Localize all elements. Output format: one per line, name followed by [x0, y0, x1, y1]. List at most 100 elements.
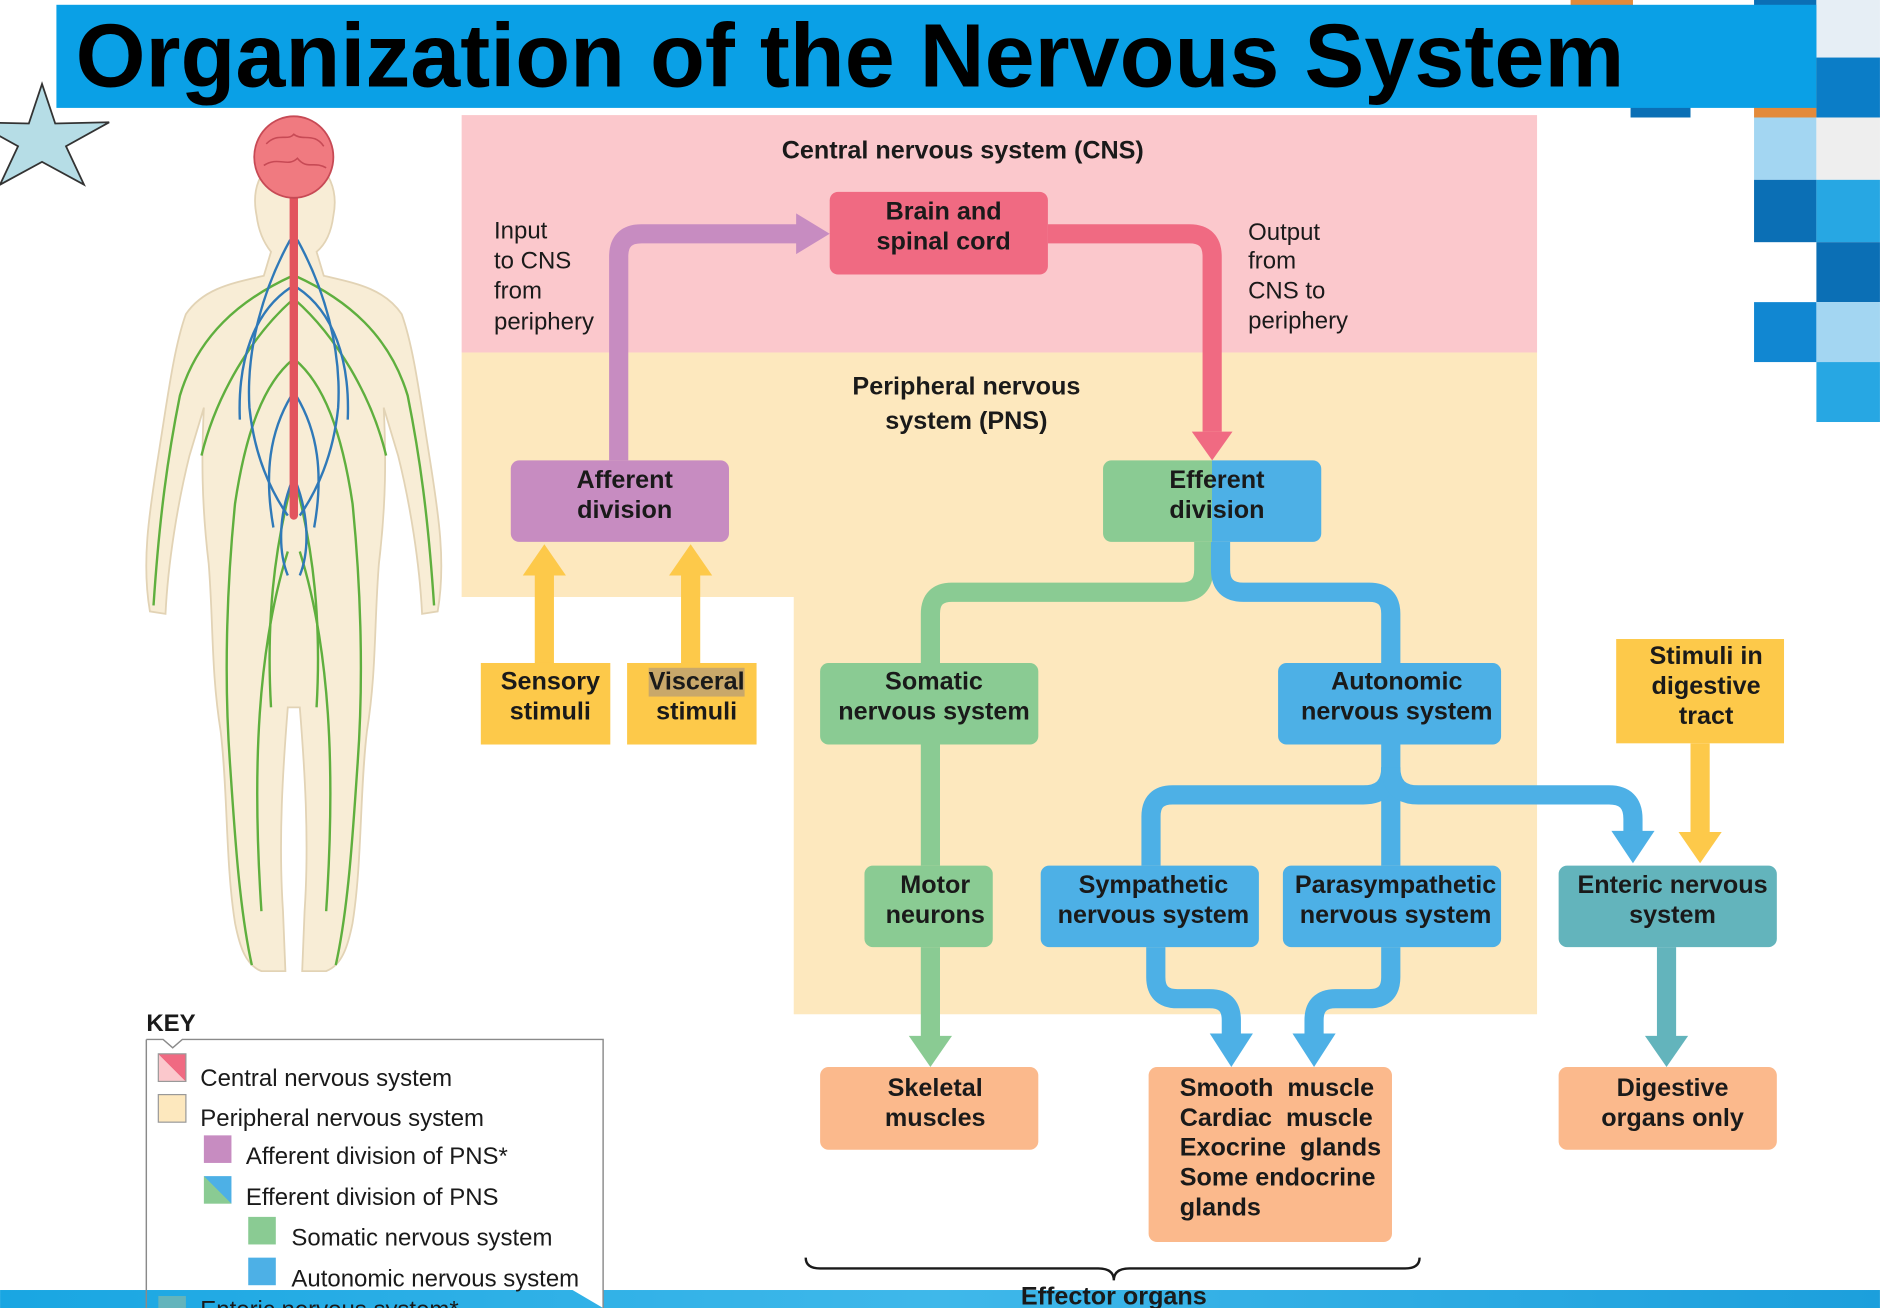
- svg-text:nervous system: nervous system: [1058, 901, 1250, 929]
- svg-text:Visceral: Visceral: [649, 667, 745, 695]
- svg-text:glands: glands: [1180, 1194, 1261, 1222]
- box-enteric-nervous-system: Enteric nervous system: [1558, 865, 1777, 948]
- arrowheads: [522, 213, 1722, 1068]
- svg-text:from: from: [1248, 248, 1296, 275]
- svg-text:tract: tract: [1679, 702, 1734, 730]
- output-note: Output from CNS to periphery: [1248, 219, 1348, 335]
- svg-text:spinal cord: spinal cord: [876, 227, 1010, 255]
- key-swatch-cns: [157, 1053, 187, 1083]
- svg-text:Output: Output: [1248, 219, 1320, 246]
- box-digestive-stimuli: Stimuli in digestive tract: [1616, 639, 1785, 744]
- box-sympathetic-nervous-system: Sympathetic nervous system: [1040, 865, 1259, 948]
- arrow-to-efferent-icon: [1191, 431, 1233, 461]
- svg-text:periphery: periphery: [1248, 307, 1348, 334]
- effector-organs-label: Effector organs: [1021, 1282, 1207, 1308]
- key-item-efferent: Efferent division of PNS: [246, 1184, 499, 1211]
- svg-text:neurons: neurons: [886, 901, 985, 929]
- svg-text:Somatic: Somatic: [885, 667, 983, 695]
- box-sensory-stimuli: Sensory stimuli: [480, 662, 611, 745]
- svg-text:Skeletal: Skeletal: [888, 1074, 983, 1102]
- brain-to-efferent-path: [1047, 224, 1222, 432]
- arrow-to-brain-icon: [796, 213, 830, 255]
- box-smooth-muscle-effectors: Smooth muscle Cardiac muscle Exocrine gl…: [1148, 1067, 1392, 1243]
- cns-region-label: Central nervous system (CNS): [782, 136, 1144, 164]
- box-efferent-division: Efferent division: [1103, 460, 1322, 542]
- box-afferent-division: Afferent division: [510, 460, 729, 542]
- star-icon: [0, 81, 110, 187]
- svg-text:Motor: Motor: [900, 871, 970, 899]
- svg-text:Sympathetic: Sympathetic: [1079, 871, 1229, 899]
- box-motor-neurons: Motor neurons: [864, 865, 993, 948]
- svg-text:digestive: digestive: [1652, 672, 1761, 700]
- box-brain: Brain and spinal cord: [829, 191, 1048, 275]
- effector-brace: [804, 1257, 1421, 1281]
- key-item-autonomic: Autonomic nervous system: [291, 1265, 579, 1292]
- svg-text:Enteric nervous: Enteric nervous: [1577, 871, 1767, 899]
- key-swatch-enteric: [158, 1296, 186, 1308]
- arrow-parasympathetic-to-effector-icon: [1292, 1033, 1336, 1068]
- pns-region-label-line1: Peripheral nervous: [852, 372, 1080, 400]
- svg-text:Exocrine glands: Exocrine glands: [1180, 1134, 1381, 1162]
- svg-text:Digestive: Digestive: [1617, 1074, 1729, 1102]
- box-skeletal-muscles: Skeletal muscles: [820, 1067, 1039, 1150]
- svg-text:nervous system: nervous system: [1300, 901, 1492, 929]
- key-legend: KEY Central nervous system Peripheral ne…: [145, 1010, 604, 1313]
- arrow-to-skeletal-icon: [908, 1035, 952, 1068]
- svg-text:to CNS: to CNS: [494, 248, 571, 275]
- parasympathetic-to-effector-path: [1304, 947, 1401, 1039]
- key-swatch-pns: [157, 1093, 187, 1123]
- svg-text:division: division: [1169, 496, 1264, 524]
- key-item-pns: Peripheral nervous system: [200, 1105, 484, 1132]
- key-swatch-afferent: [203, 1135, 232, 1163]
- key-item-somatic: Somatic nervous system: [291, 1225, 552, 1252]
- svg-text:nervous system: nervous system: [1301, 697, 1493, 725]
- svg-text:system: system: [1629, 901, 1716, 929]
- svg-text:Cardiac muscle: Cardiac muscle: [1180, 1104, 1373, 1132]
- input-note: Input to CNS from periphery: [494, 218, 594, 336]
- arrow-visceral-up-icon: [669, 544, 713, 576]
- svg-text:Brain and: Brain and: [886, 197, 1002, 225]
- key-item-afferent: Afferent division of PNS*: [246, 1143, 508, 1170]
- box-parasympathetic-nervous-system: Parasympathetic nervous system: [1282, 865, 1502, 948]
- efferent-to-somatic-path: [920, 541, 1214, 663]
- svg-text:nervous system: nervous system: [838, 697, 1030, 725]
- svg-text:Stimuli in: Stimuli in: [1649, 642, 1762, 670]
- box-somatic-nervous-system: Somatic nervous system: [820, 662, 1039, 745]
- svg-text:organs only: organs only: [1601, 1104, 1744, 1132]
- key-title: KEY: [146, 1010, 195, 1037]
- arrow-to-digestive-icon: [1644, 1035, 1689, 1068]
- svg-text:Sensory: Sensory: [501, 667, 600, 695]
- box-autonomic-nervous-system: Autonomic nervous system: [1278, 662, 1502, 745]
- key-swatch-somatic: [248, 1216, 276, 1245]
- svg-text:Input: Input: [494, 218, 548, 245]
- svg-text:Autonomic: Autonomic: [1331, 667, 1462, 695]
- box-digestive-organs: Digestive organs only: [1558, 1067, 1777, 1150]
- arrow-stimuli-to-enteric-icon: [1678, 832, 1722, 864]
- svg-text:CNS to: CNS to: [1248, 278, 1325, 305]
- text-highlight: [648, 667, 745, 697]
- title-bar: [56, 4, 1817, 108]
- autonomic-to-enteric-path: [1381, 766, 1643, 834]
- box-visceral-stimuli: Visceral stimuli: [627, 662, 757, 745]
- human-nervous-system-illustration: [145, 115, 443, 973]
- svg-text:Smooth muscle: Smooth muscle: [1180, 1074, 1374, 1102]
- efferent-to-autonomic-path: [1210, 541, 1401, 663]
- svg-text:Parasympathetic: Parasympathetic: [1295, 871, 1496, 899]
- bottom-band: [0, 1290, 1880, 1308]
- page-title: Organization of the Nervous System: [76, 6, 1625, 106]
- connectors: [534, 224, 1710, 1041]
- svg-text:muscles: muscles: [885, 1104, 986, 1132]
- key-item-enteric: Enteric nervous system*: [200, 1297, 458, 1308]
- key-swatch-autonomic: [248, 1257, 276, 1286]
- svg-text:Some endocrine: Some endocrine: [1180, 1164, 1376, 1192]
- afferent-to-brain-path: [609, 224, 801, 461]
- svg-text:periphery: periphery: [494, 309, 594, 336]
- arrow-sensory-up-icon: [522, 544, 566, 576]
- svg-text:from: from: [494, 278, 542, 305]
- sympathetic-to-effector-path: [1146, 947, 1241, 1039]
- svg-text:Afferent: Afferent: [576, 466, 673, 494]
- svg-text:stimuli: stimuli: [656, 697, 737, 725]
- pns-region-label-line2: system (PNS): [885, 407, 1047, 435]
- key-item-cns: Central nervous system: [200, 1065, 452, 1092]
